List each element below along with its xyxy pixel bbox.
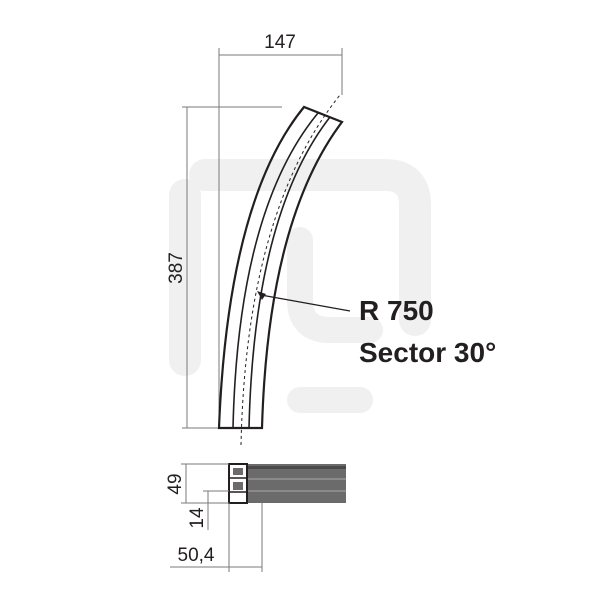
watermark-logo	[169, 159, 431, 413]
radius-label: R 750	[359, 295, 434, 326]
profile-width-label: 50,4	[178, 545, 215, 566]
profile-step-label: 14	[187, 507, 208, 529]
profile-height-label: 49	[165, 473, 186, 494]
curved-profile	[217, 94, 344, 446]
dimension-width-50-4: 50,4	[170, 503, 263, 572]
dimension-step-14: 14	[187, 490, 230, 572]
dimension-width-147: 147	[218, 32, 343, 428]
cross-section-profile	[228, 463, 346, 504]
radius-leader	[257, 291, 351, 312]
dimension-height-49: 49	[165, 463, 229, 504]
dimension-height-387: 387	[166, 106, 282, 429]
width-label: 147	[264, 32, 296, 53]
height-label: 387	[166, 252, 187, 284]
sector-label: Sector 30°	[359, 337, 496, 368]
